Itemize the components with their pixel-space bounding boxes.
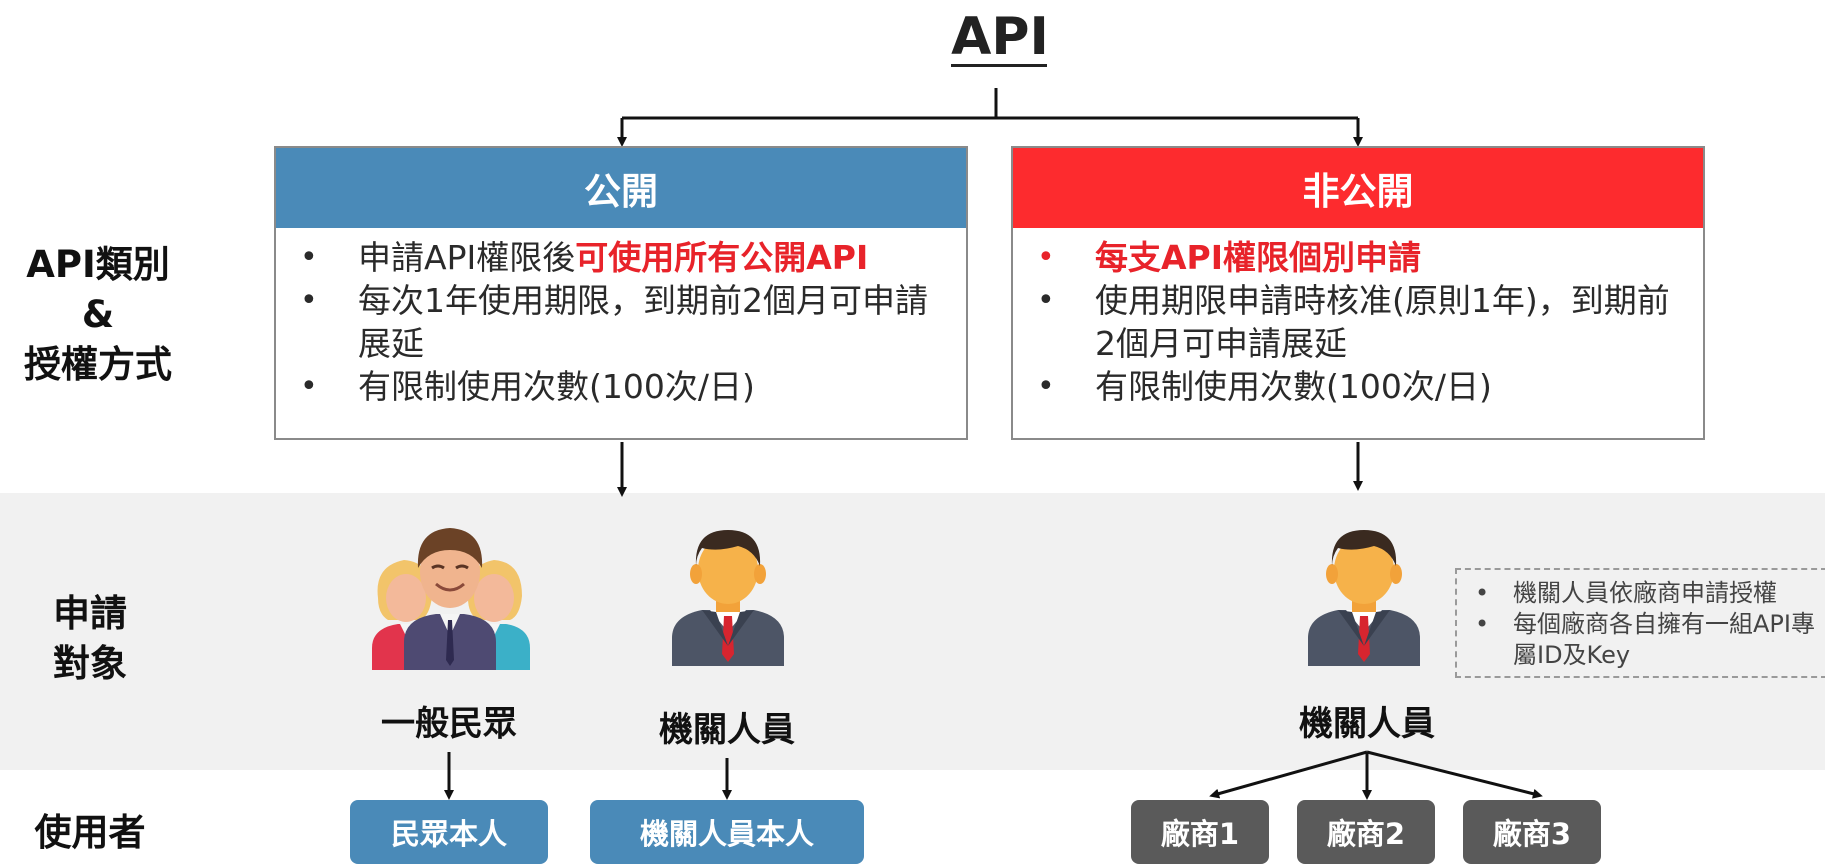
- vendor-right-line: [1366, 750, 1543, 799]
- user-official-self: 機關人員本人: [590, 800, 864, 864]
- row-label-applicant: 申請 對象: [30, 589, 150, 689]
- public-box: 公開 申請API權限後可使用所有公開API 每次1年使用期限，到期前2個月可申請…: [274, 146, 968, 440]
- user-vendor-3: 廠商3: [1463, 800, 1601, 864]
- businessman-icon: [672, 530, 784, 666]
- private-bullet-1-highlight: 每支API權限個別申請: [1095, 238, 1422, 277]
- applicant-public-group: 一般民眾: [381, 704, 517, 744]
- row-label-category-line3: 授權方式: [24, 343, 172, 386]
- public-bullet-1-text: 申請API權限後: [358, 238, 576, 277]
- public-box-header: 公開: [276, 148, 966, 228]
- row-label-user: 使用者: [34, 811, 146, 854]
- public-bullet-3: 有限制使用次數(100次/日): [294, 365, 946, 408]
- group-people-icon: [372, 528, 530, 670]
- private-box-header: 非公開: [1013, 148, 1703, 228]
- businessman-icon: [1308, 530, 1420, 666]
- row-label-applicant-line1: 申請: [53, 592, 127, 635]
- vendor-left-line: [1209, 750, 1368, 799]
- private-bullet-2: 使用期限申請時核准(原則1年)，到期前2個月可申請展延: [1031, 279, 1683, 365]
- row-label-applicant-line2: 對象: [53, 642, 127, 685]
- page-title: API: [951, 7, 1049, 67]
- note-line-1: 機關人員依廠商申請授權: [1471, 578, 1825, 609]
- public-bullet-1-highlight: 可使用所有公開API: [575, 238, 869, 277]
- private-box-bullets: 每支API權限個別申請 使用期限申請時核准(原則1年)，到期前2個月可申請展延 …: [1013, 228, 1703, 408]
- user-vendor-1: 廠商1: [1131, 800, 1269, 864]
- note-line-2: 每個廠商各自擁有一組API專屬ID及Key: [1471, 609, 1825, 671]
- public-bullet-1: 申請API權限後可使用所有公開API: [294, 236, 946, 279]
- user-citizen-self: 民眾本人: [350, 800, 548, 864]
- row-label-category-line2: &: [81, 293, 115, 336]
- applicant-public-official: 機關人員: [659, 710, 795, 750]
- public-box-bullets: 申請API權限後可使用所有公開API 每次1年使用期限，到期前2個月可申請展延 …: [276, 228, 966, 408]
- private-bullet-3: 有限制使用次數(100次/日): [1031, 365, 1683, 408]
- authorization-note: 機關人員依廠商申請授權 每個廠商各自擁有一組API專屬ID及Key: [1455, 568, 1825, 678]
- title-underline: [951, 64, 1047, 67]
- public-bullet-2: 每次1年使用期限，到期前2個月可申請展延: [294, 279, 946, 365]
- row-label-category-line1: API類別: [26, 243, 170, 286]
- user-vendor-2: 廠商2: [1297, 800, 1435, 864]
- private-bullet-1: 每支API權限個別申請: [1031, 236, 1683, 279]
- applicant-private-official: 機關人員: [1299, 704, 1435, 744]
- row-label-category: API類別 & 授權方式: [8, 240, 188, 390]
- private-box: 非公開 每支API權限個別申請 使用期限申請時核准(原則1年)，到期前2個月可申…: [1011, 146, 1705, 440]
